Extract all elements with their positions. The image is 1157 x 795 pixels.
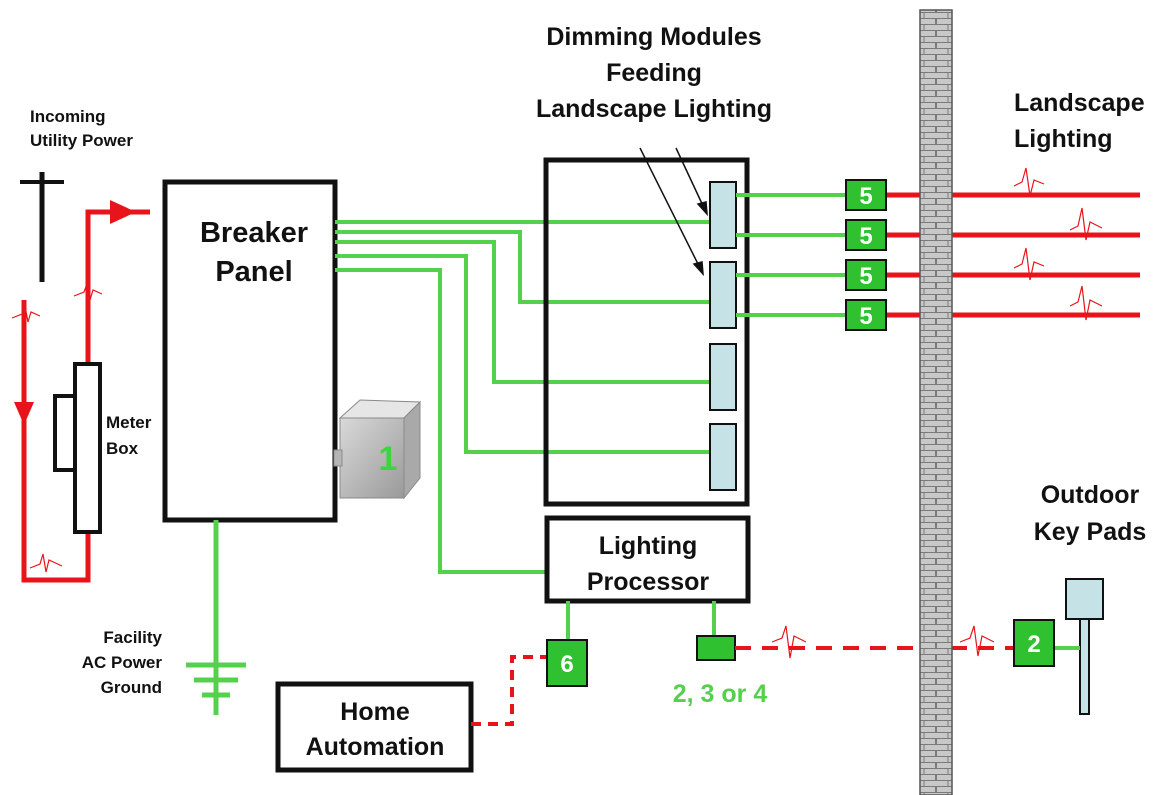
- power-flow-arrow-down-icon: [14, 402, 34, 425]
- svg-text:Ground: Ground: [101, 678, 162, 697]
- svg-text:Automation: Automation: [306, 733, 445, 761]
- keypad-icon: [1065, 578, 1104, 715]
- module-pointer-arrows: [639, 147, 708, 277]
- svg-text:5: 5: [859, 303, 872, 330]
- ground-icon: [186, 520, 246, 715]
- dimming-modules: [709, 181, 737, 491]
- home-automation-protector-number: 6: [560, 651, 573, 678]
- dimming-module: [709, 343, 737, 411]
- svg-text:Landscape: Landscape: [1014, 89, 1145, 117]
- svg-text:Incoming: Incoming: [30, 107, 106, 126]
- keypad-protector-badge: [1013, 619, 1055, 667]
- interface-protector: [696, 635, 736, 661]
- exterior-wall: [919, 9, 953, 795]
- module-output-lines: [736, 193, 846, 317]
- svg-text:Outdoor: Outdoor: [1041, 481, 1140, 509]
- svg-text:Meter: Meter: [106, 413, 152, 432]
- surge-symbol-icon: [11, 281, 103, 573]
- lighting-processor: [544, 515, 751, 604]
- svg-text:Feeding: Feeding: [606, 59, 702, 87]
- svg-text:Facility: Facility: [103, 628, 162, 647]
- keypad-protector-number: 2: [1027, 631, 1040, 658]
- lighting-processor-label: Lighting Processor: [587, 532, 710, 596]
- output-protector-badges: 5 5 5 5: [845, 179, 887, 331]
- output-protector-badge: [845, 299, 887, 331]
- home-automation-link: [471, 655, 547, 726]
- svg-text:5: 5: [859, 183, 872, 210]
- output-protector-badge: [845, 259, 887, 291]
- svg-text:AC Power: AC Power: [82, 653, 163, 672]
- svg-text:Lighting: Lighting: [1014, 125, 1113, 153]
- surge-protector-device: 1: [333, 399, 422, 500]
- home-automation-protector-badge: [546, 639, 588, 687]
- svg-text:Dimming Modules: Dimming Modules: [546, 23, 761, 51]
- outdoor-key-pads-label: Outdoor Key Pads: [1034, 481, 1147, 546]
- utility-pole-icon: [20, 172, 64, 282]
- dimming-module: [709, 423, 737, 491]
- svg-text:Processor: Processor: [587, 568, 710, 596]
- svg-text:Key Pads: Key Pads: [1034, 518, 1147, 546]
- surge-symbol-icon: [771, 625, 995, 659]
- output-protector-badge: [845, 219, 887, 251]
- breaker-panel-label: Breaker Panel: [200, 217, 308, 288]
- facility-ground-label: Facility AC Power Ground: [82, 628, 163, 697]
- meter-box: [53, 362, 102, 534]
- interface-options-label: 2, 3 or 4: [673, 680, 768, 708]
- surge-protector-number: 1: [379, 440, 398, 478]
- svg-text:Lighting: Lighting: [599, 532, 698, 560]
- svg-text:Box: Box: [106, 439, 139, 458]
- svg-text:Landscape Lighting: Landscape Lighting: [536, 95, 772, 123]
- svg-text:Panel: Panel: [215, 256, 292, 288]
- dimming-module: [709, 261, 737, 329]
- incoming-utility-power-label: Incoming Utility Power: [30, 107, 133, 150]
- meter-box-label: Meter Box: [106, 413, 152, 458]
- power-flow-arrow-right-icon: [110, 200, 136, 224]
- svg-text:Breaker: Breaker: [200, 217, 308, 249]
- svg-text:5: 5: [859, 223, 872, 250]
- home-automation: [275, 681, 474, 773]
- breaker-panel: [162, 179, 338, 523]
- output-protector-badge: [845, 179, 887, 211]
- dimming-modules-label: Dimming Modules Feeding Landscape Lighti…: [536, 23, 772, 123]
- landscape-lighting-label: Landscape Lighting: [1014, 89, 1145, 153]
- home-automation-label: Home Automation: [306, 698, 445, 761]
- dimmer-feed-wiring: [335, 220, 710, 574]
- svg-text:Utility Power: Utility Power: [30, 131, 133, 150]
- dimming-module: [709, 181, 737, 249]
- svg-text:5: 5: [859, 263, 872, 290]
- svg-text:Home: Home: [340, 698, 410, 726]
- surge-symbol-icon: [1013, 167, 1103, 321]
- processor-links: [566, 601, 716, 640]
